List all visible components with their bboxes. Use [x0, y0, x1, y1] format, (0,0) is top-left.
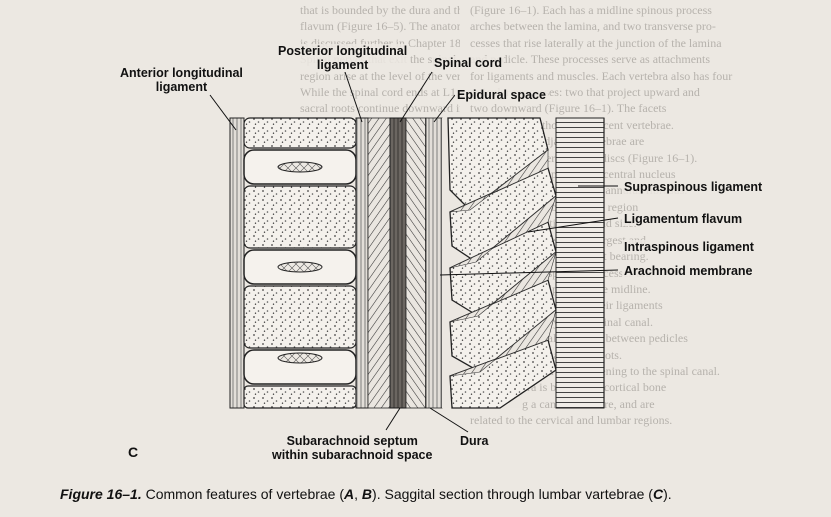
caption-sep: , [354, 486, 362, 502]
anterior-longitudinal-ligament-shape [230, 118, 244, 408]
caption-panel-c: C [653, 486, 663, 502]
posterior-longitudinal-ligament-label: Posterior longitudinal ligament [276, 44, 409, 72]
subarachnoid-space-posterior [406, 118, 426, 408]
posterior-longitudinal-ligament-shape [356, 118, 368, 408]
septum-label-line1: Subarachnoid septum [272, 434, 432, 448]
epidural-space-shape [426, 118, 442, 408]
dura-label: Dura [458, 434, 490, 448]
panel-letter-c: C [128, 444, 138, 460]
caption-panel-b: B [362, 486, 372, 502]
subarachnoid-space-anterior [368, 118, 390, 408]
posterior-elements [442, 118, 604, 408]
anterior-longitudinal-ligament-label: Anterior longitudinal ligament [118, 66, 245, 94]
caption-end: ). [663, 486, 672, 502]
figure-number: Figure 16–1. [60, 486, 142, 502]
vertebral-column [244, 118, 356, 408]
posterior-label-line2: ligament [278, 58, 407, 72]
posterior-label-line1: Posterior longitudinal [278, 44, 407, 58]
supraspinous-ligament-label: Supraspinous ligament [622, 180, 764, 194]
anterior-label-line2: ligament [120, 80, 243, 94]
caption-text-2: ). Saggital section through lumbar varte… [372, 486, 653, 502]
intraspinous-ligament-label: Intraspinous ligament [622, 240, 756, 254]
spinal-cord-shape [390, 118, 406, 408]
caption-panel-a: A [344, 486, 354, 502]
spinal-cord-label: Spinal cord [432, 56, 504, 70]
septum-label-line2: within subarachnoid space [272, 448, 432, 462]
epidural-space-label: Epidural space [455, 88, 548, 102]
anterior-label-line1: Anterior longitudinal [120, 66, 243, 80]
figure-caption: Figure 16–1. Common features of vertebra… [60, 486, 672, 502]
ligamentum-flavum-label: Ligamentum flavum [622, 212, 744, 226]
subarachnoid-septum-label: Subarachnoid septum within subarachnoid … [270, 434, 434, 462]
arachnoid-membrane-label: Arachnoid membrane [622, 264, 755, 278]
caption-text-1: Common features of vertebrae ( [146, 486, 344, 502]
